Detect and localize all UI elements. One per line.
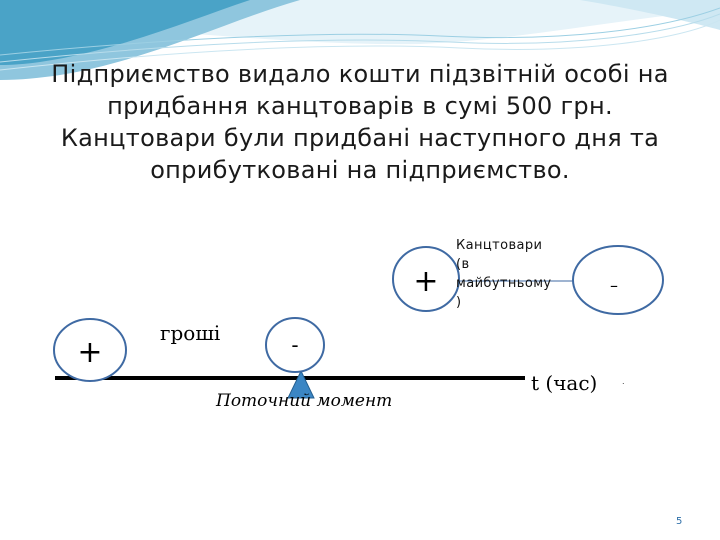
axis-dot: . xyxy=(622,377,625,386)
page-number: 5 xyxy=(676,516,682,527)
money-label: гроші xyxy=(160,321,220,345)
future-goods-label: Канцтовари (в майбутньому ) xyxy=(456,236,596,312)
money-minus-sign: - xyxy=(291,333,298,357)
current-moment-label: Поточний момент xyxy=(215,391,392,411)
axis-label: t (час) xyxy=(531,371,597,395)
future-minus-sign: – xyxy=(610,276,618,295)
future-plus-sign: + xyxy=(413,264,438,299)
money-plus-sign: + xyxy=(77,335,102,370)
